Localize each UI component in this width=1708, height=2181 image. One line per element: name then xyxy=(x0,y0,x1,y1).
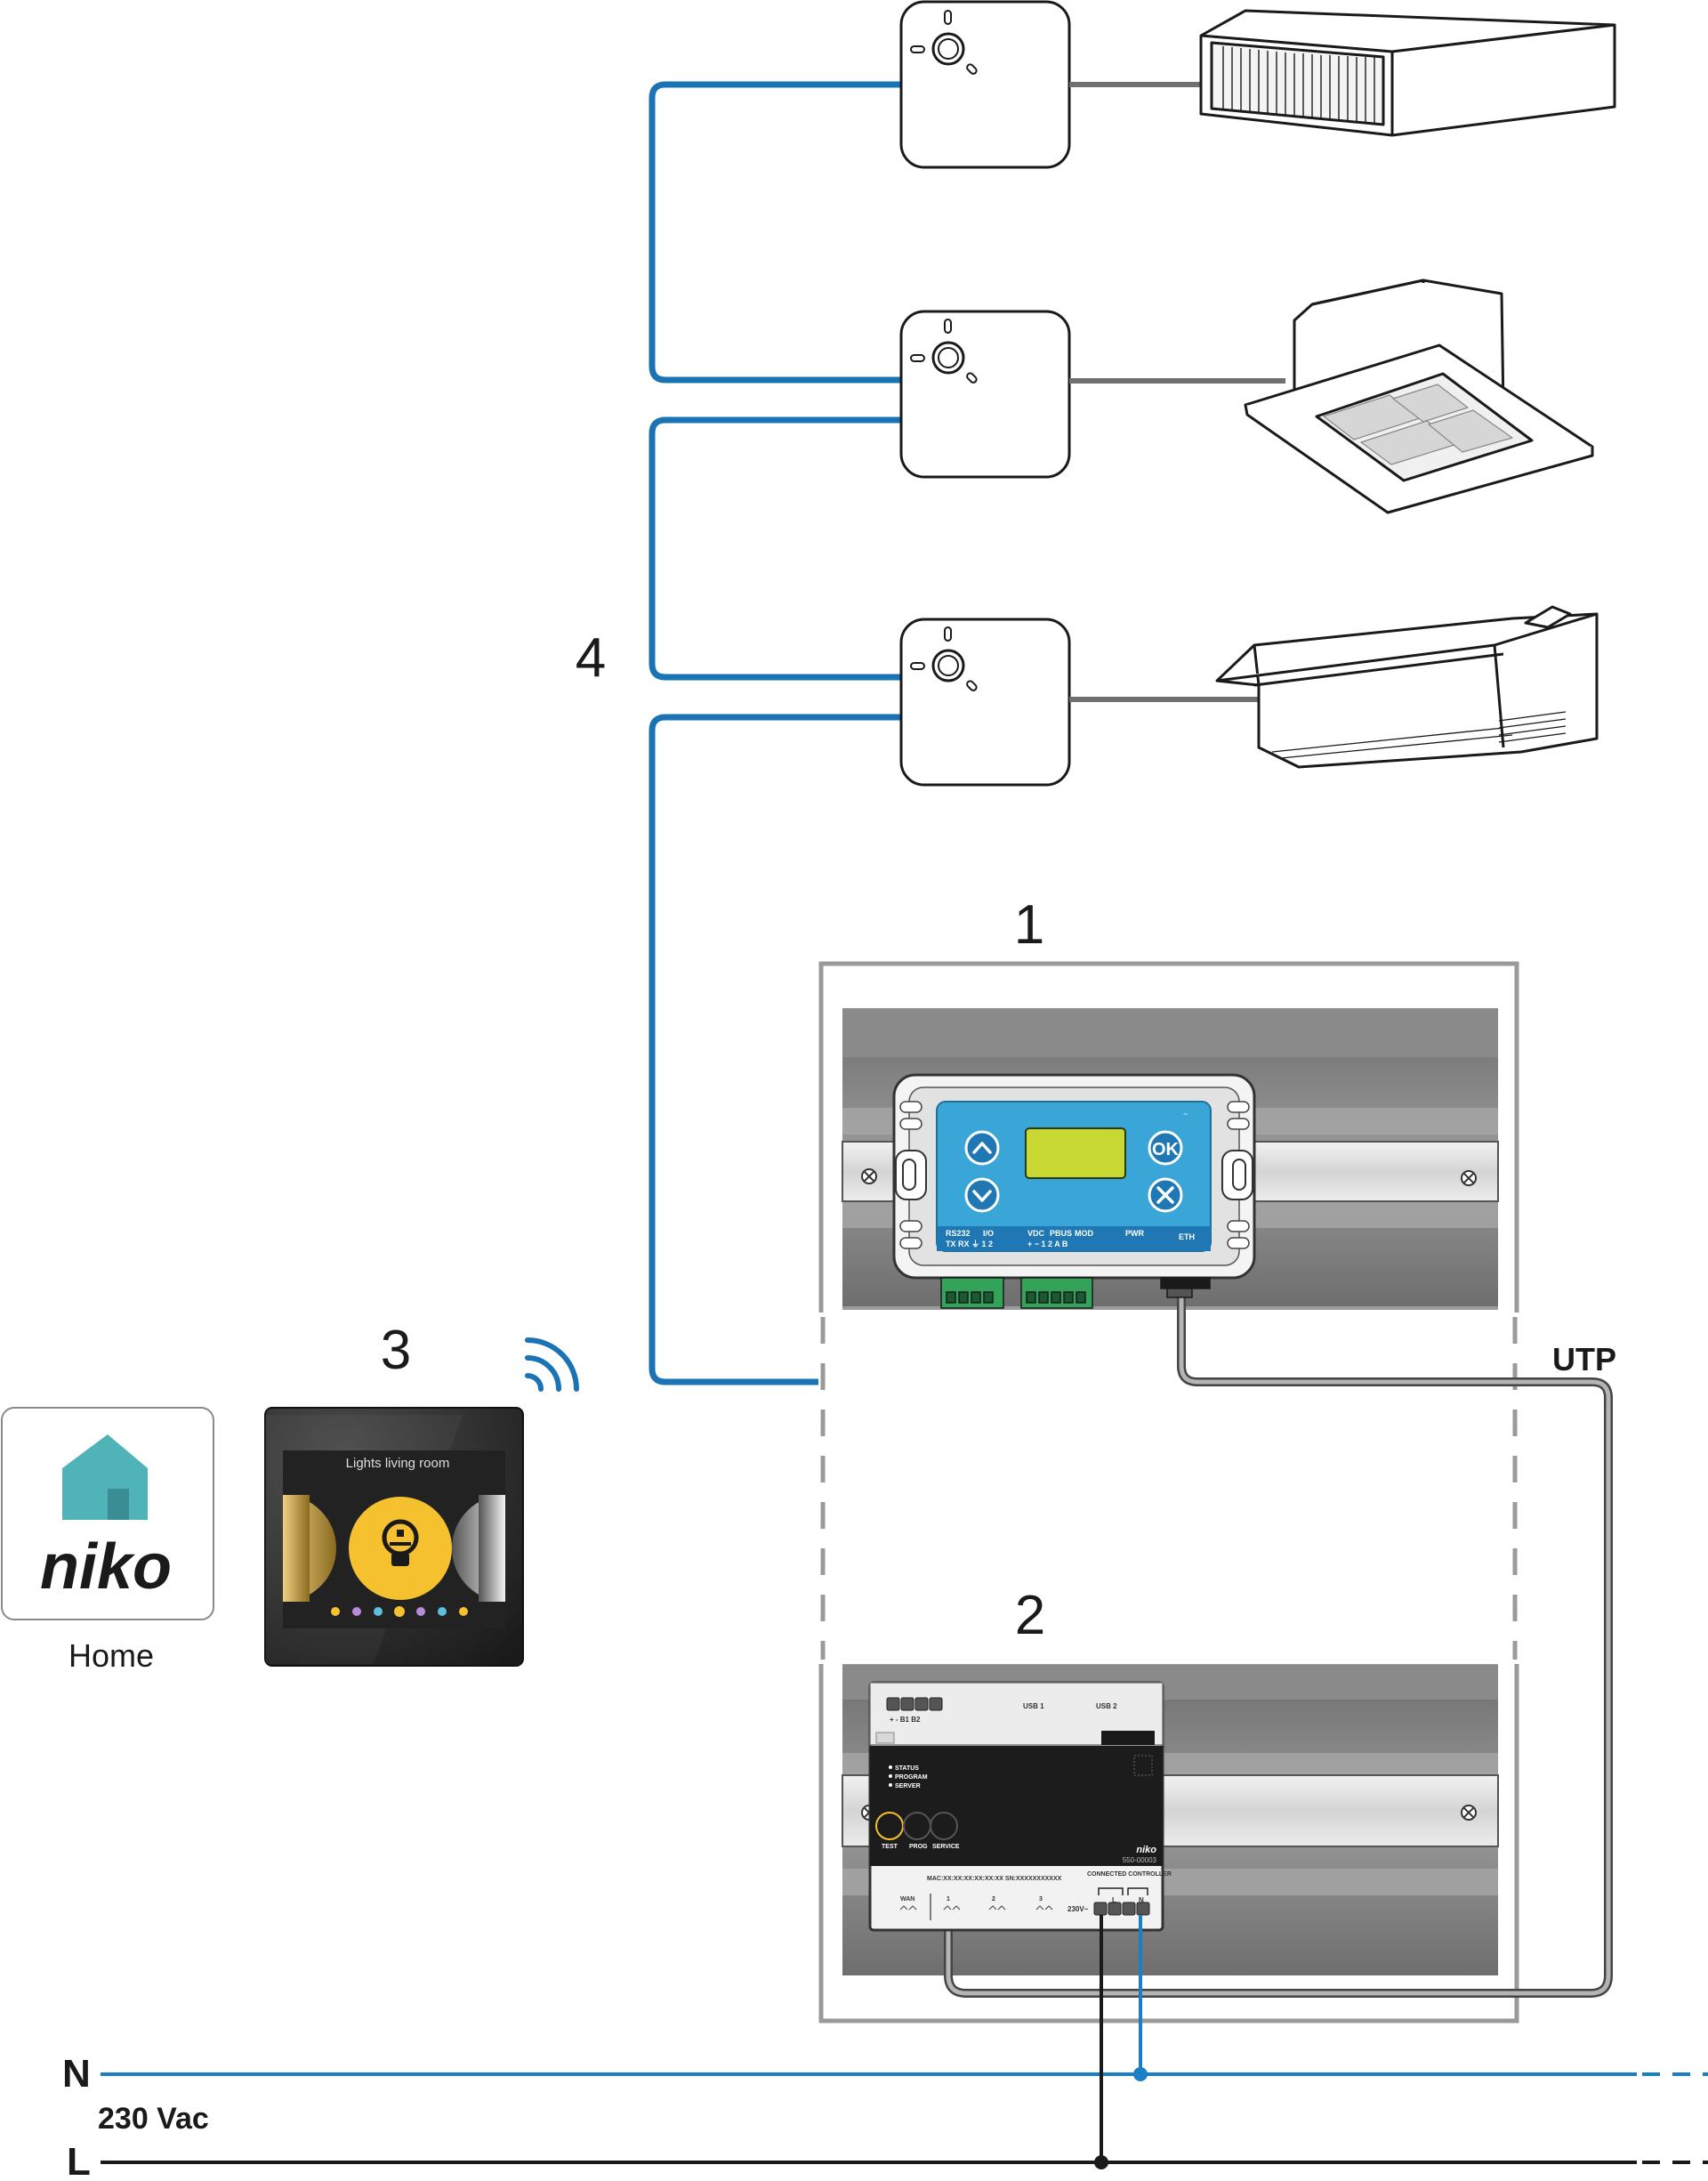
svg-text:MOD: MOD xyxy=(1075,1229,1093,1238)
wall-ac-unit xyxy=(1215,605,1599,769)
app-logo-text: niko xyxy=(40,1531,172,1603)
svg-text:2: 2 xyxy=(992,1896,995,1902)
modbus-gateway: OK ~ RS232 I/O VDC PBUS MOD PWR ETH TX R… xyxy=(892,1073,1256,1309)
svg-text:SERVER: SERVER xyxy=(895,1783,921,1789)
controller-usb2-label: USB 2 xyxy=(1096,1702,1117,1710)
svg-text:I/O: I/O xyxy=(983,1229,994,1238)
touchscreen-title: Lights living room xyxy=(346,1456,450,1471)
line-label: L xyxy=(67,2140,91,2181)
svg-text:PWR: PWR xyxy=(1125,1229,1144,1238)
controller-led-labels: STATUS PROGRAM SERVER xyxy=(895,1765,928,1789)
mains-lines xyxy=(101,1915,1708,2169)
controller-prog-button[interactable] xyxy=(903,1812,931,1840)
utp-cable xyxy=(944,1278,1613,1998)
touchscreen-page-dots xyxy=(331,1606,468,1617)
svg-text:RS232: RS232 xyxy=(946,1229,971,1238)
app-name-label: Home xyxy=(68,1637,154,1674)
gateway-logo-icon: ~ xyxy=(1183,1110,1188,1119)
svg-text:WAN: WAN xyxy=(900,1896,914,1902)
controller-power-l: L xyxy=(1112,1896,1116,1904)
touchscreen-device: Lights living room xyxy=(264,1407,524,1667)
controller-terminal-labels: + - B1 B2 xyxy=(890,1716,921,1724)
bus-4-label: 4 xyxy=(576,627,606,689)
cassette-ac-unit xyxy=(1244,279,1594,514)
neutral-label: N xyxy=(62,2052,91,2096)
svg-text:1: 1 xyxy=(947,1896,950,1902)
svg-text:TX RX ⏚ 1 2: TX RX ⏚ 1 2 xyxy=(946,1240,993,1248)
lightbulb-icon xyxy=(382,1519,419,1566)
controller-usb2-port[interactable] xyxy=(1101,1731,1155,1745)
svg-text:PROG: PROG xyxy=(909,1844,928,1850)
svg-text:TEST: TEST xyxy=(882,1844,898,1850)
svg-text:SERVICE: SERVICE xyxy=(932,1844,960,1850)
device-3-label: 3 xyxy=(381,1320,411,1381)
gateway-ok-label: OK xyxy=(1152,1140,1180,1159)
utp-label: UTP xyxy=(1552,1341,1616,1377)
hvac-interface-1 xyxy=(899,0,1071,169)
hvac-interface-3 xyxy=(899,618,1071,787)
gateway-terminals xyxy=(940,1277,1211,1309)
controller-power-label: 230V~ xyxy=(1068,1905,1089,1913)
wifi-icon xyxy=(525,1337,579,1392)
gateway-port-labels: RS232 I/O VDC PBUS MOD PWR ETH TX RX ⏚ 1… xyxy=(946,1229,1195,1248)
controller-model: 550-00003 xyxy=(1123,1856,1157,1864)
controller-name: CONNECTED CONTROLLER xyxy=(1087,1871,1172,1878)
ducted-ac-unit xyxy=(1199,9,1616,137)
svg-text:ETH: ETH xyxy=(1179,1232,1195,1241)
voltage-label: 230 Vac xyxy=(98,2102,209,2136)
hvac-interface-2 xyxy=(899,310,1071,479)
connected-controller: + - B1 B2 USB 1 USB 2 STATUS PROGRAM SER… xyxy=(868,1681,1172,1932)
controller-service-button[interactable] xyxy=(930,1812,958,1840)
controller-mac: MAC:XX:XX:XX:XX:XX:XX SN:XXXXXXXXXXX xyxy=(927,1876,1062,1882)
device-1-label: 1 xyxy=(1014,894,1044,956)
device-2-label: 2 xyxy=(1015,1585,1045,1646)
svg-text:PBUS: PBUS xyxy=(1050,1229,1072,1238)
controller-button-labels: TEST PROG SERVICE xyxy=(882,1844,960,1850)
svg-text:3: 3 xyxy=(1039,1896,1043,1902)
controller-test-button[interactable] xyxy=(875,1812,904,1840)
svg-text:+ − 1 2 A B: + − 1 2 A B xyxy=(1027,1240,1068,1248)
controller-brand: niko xyxy=(1136,1845,1156,1855)
controller-usb1-label: USB 1 xyxy=(1023,1702,1044,1710)
svg-text:STATUS: STATUS xyxy=(895,1765,919,1772)
controller-ethernet-ports: WAN 1 2 3 xyxy=(900,1896,1043,1902)
ac-cables xyxy=(1069,82,1285,702)
svg-text:PROGRAM: PROGRAM xyxy=(895,1774,928,1781)
lightbulb-button[interactable] xyxy=(349,1497,452,1600)
niko-home-app-icon[interactable]: niko xyxy=(1,1407,214,1620)
svg-text:VDC: VDC xyxy=(1027,1229,1045,1238)
controller-chip-icon xyxy=(1133,1755,1153,1776)
controller-power-n: N xyxy=(1139,1896,1144,1904)
